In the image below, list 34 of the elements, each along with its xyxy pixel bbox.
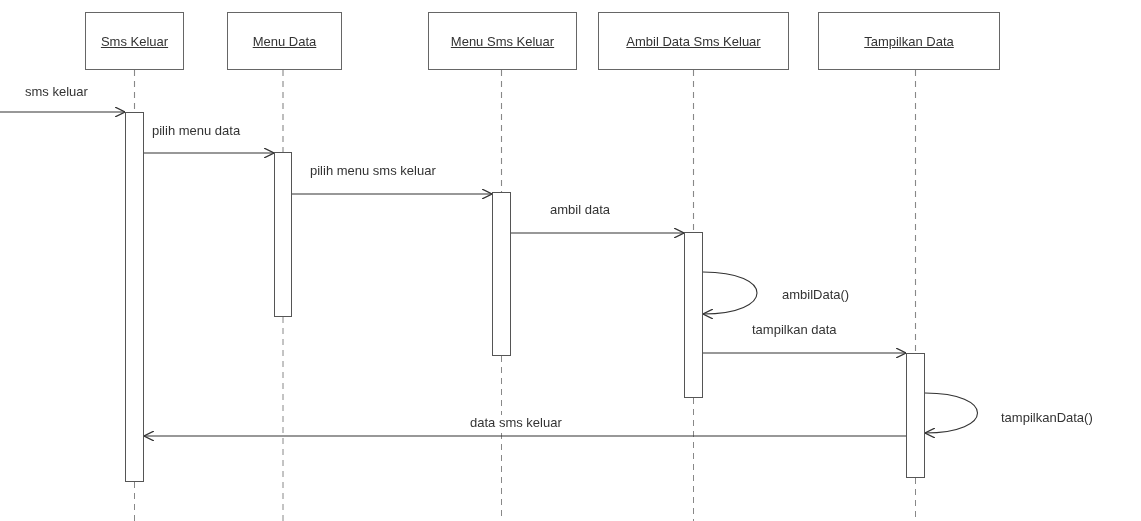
message-arrow: [702, 347, 907, 359]
message-label: data sms keluar: [470, 415, 562, 430]
message-label: ambil data: [550, 202, 610, 217]
participant-name: Menu Data: [252, 33, 317, 49]
lifeline: [692, 69, 695, 233]
participant-box: [428, 12, 577, 70]
self-message-arrow: [924, 392, 979, 439]
activation-bar: [274, 152, 292, 317]
message-label: pilih menu sms keluar: [310, 163, 436, 178]
activation-bar: [125, 112, 144, 482]
self-message-arrow: [702, 271, 758, 320]
message-label: sms keluar: [25, 84, 88, 99]
activation-bar: [684, 232, 703, 398]
participant-box: [227, 12, 342, 70]
message-label: tampilkan data: [752, 322, 837, 337]
participant-name: Ambil Data Sms Keluar: [626, 33, 761, 49]
participant-box: [818, 12, 1000, 70]
activation-bar: [906, 353, 925, 478]
participant-name: Menu Sms Keluar: [450, 33, 555, 49]
participant-name: Tampilkan Data: [864, 33, 954, 49]
message-arrow: [143, 147, 275, 159]
participant-box: [598, 12, 789, 70]
message-arrow: [510, 227, 685, 239]
participant-name: Sms Keluar: [100, 33, 169, 49]
message-label: tampilkanData(): [1001, 410, 1093, 425]
lifeline: [914, 69, 917, 354]
message-label: pilih menu data: [152, 123, 241, 138]
activation-bar: [492, 192, 511, 356]
message-arrow: [291, 188, 493, 200]
lifeline: [282, 69, 284, 153]
message-label: ambilData(): [782, 287, 850, 302]
message-arrow: [143, 430, 907, 442]
participant-box: [85, 12, 184, 70]
message-arrow: [0, 106, 126, 118]
